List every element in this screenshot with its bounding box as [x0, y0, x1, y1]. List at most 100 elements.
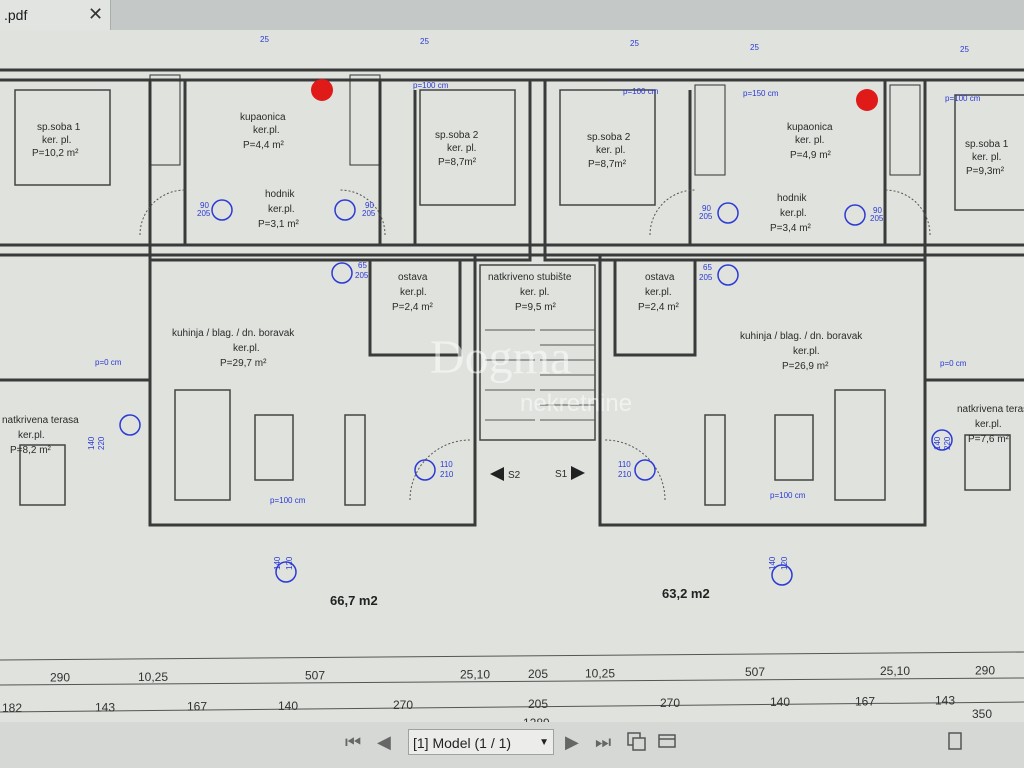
room-area: P=26,9 m² — [782, 361, 829, 372]
door-width-label: 90 — [365, 201, 374, 210]
dimension-label: 205 — [528, 667, 548, 681]
door-height-label: 205 — [870, 214, 884, 223]
stair-right-arrow-icon — [571, 466, 585, 480]
room-name: natkrivena terasa — [2, 415, 79, 426]
room-floor: ker. pl. — [447, 143, 476, 154]
window-height-label: 120 — [285, 556, 294, 570]
copy-icon[interactable] — [625, 730, 647, 752]
close-icon[interactable]: ✕ — [88, 4, 104, 24]
opening-label: p=100 cm — [413, 81, 449, 90]
room-name: ostava — [645, 272, 675, 283]
room-floor: ker.pl. — [18, 430, 45, 441]
door-height-label: 205 — [197, 209, 211, 218]
opening-label: p=0 cm — [95, 358, 122, 367]
room-floor: ker.pl. — [400, 287, 427, 298]
room-floor: ker.pl. — [780, 208, 807, 219]
door-width-label: 65 — [358, 261, 367, 270]
room-floor: ker. pl. — [795, 135, 824, 146]
room-name: natkriveno stubište — [488, 272, 572, 283]
stair-label: S1 — [555, 469, 568, 480]
door-height-label: 210 — [618, 470, 632, 479]
room-name: hodnik — [777, 193, 807, 204]
last-page-icon[interactable]: ⏭ — [595, 732, 612, 752]
stair-left-arrow-icon — [490, 467, 504, 481]
dimension-label: 140 — [770, 695, 790, 709]
chevron-down-icon: ▼ — [539, 737, 549, 748]
room-area: P=3,4 m² — [770, 223, 812, 234]
dimension-label: 205 — [528, 697, 548, 711]
window-label: 25 — [260, 35, 269, 44]
room-floor: ker. pl. — [596, 145, 625, 156]
opening-label: p=100 cm — [623, 87, 659, 96]
room-area: P=8,7m² — [438, 157, 477, 168]
window-label: 25 — [630, 39, 639, 48]
model-select[interactable]: [1] Model (1 / 1) ▼ — [408, 729, 554, 755]
dimension-label: 350 — [972, 707, 992, 721]
door-height-label: 205 — [362, 209, 376, 218]
room-name: sp.soba 1 — [37, 122, 81, 133]
room-area: P=2,4 m² — [392, 302, 434, 313]
first-page-icon[interactable]: ⏮ — [345, 732, 362, 752]
dimension-label: 290 — [975, 663, 995, 677]
layout-icon[interactable] — [656, 730, 678, 752]
dimension-label: 143 — [95, 700, 115, 714]
next-page-icon[interactable]: ▶ — [565, 732, 579, 752]
room-name: kuhinja / blag. / dn. boravak — [740, 331, 863, 342]
watermark-sub: nekretnine — [520, 390, 633, 417]
window-sill-label: 140 — [933, 436, 942, 450]
dimension-label: 167 — [187, 700, 207, 714]
panel-icon[interactable] — [945, 730, 967, 752]
dimension-label: 182 — [2, 701, 22, 715]
document-tab-title: .pdf — [4, 7, 28, 23]
window-label: 25 — [750, 43, 759, 52]
door-width-label: 110 — [618, 460, 631, 469]
dimension-label: 25,10 — [460, 667, 490, 681]
room-area: P=7,6 m² — [968, 434, 1010, 445]
total-area-right: 63,2 m2 — [662, 586, 710, 601]
room-area: P=10,2 m² — [32, 148, 79, 159]
dimension-label: 290 — [50, 671, 70, 685]
room-name: hodnik — [265, 189, 295, 200]
opening-label: p=0 cm — [940, 359, 967, 368]
document-tab[interactable]: .pdf ✕ — [0, 0, 111, 30]
floor-plan-drawing: sp.soba 1 ker. pl. P=10,2 m² kupaonica k… — [0, 35, 1024, 730]
opening-label: p=150 cm — [743, 89, 779, 98]
room-area: P=8,2 m² — [10, 445, 52, 456]
room-name: sp.soba 2 — [435, 130, 479, 141]
window-height-label: 220 — [943, 436, 952, 450]
door-height-label: 210 — [440, 470, 454, 479]
dimension-label: 507 — [745, 665, 765, 679]
door-width-label: 90 — [702, 204, 711, 213]
room-area: P=8,7m² — [588, 159, 627, 170]
total-area-left: 66,7 m2 — [330, 593, 378, 608]
room-name: natkrivena teras — [957, 404, 1024, 415]
room-floor: ker.pl. — [253, 125, 280, 136]
door-height-label: 205 — [699, 212, 713, 221]
floor-plan-canvas[interactable]: sp.soba 1 ker. pl. P=10,2 m² kupaonica k… — [0, 30, 1024, 730]
room-floor: ker. pl. — [972, 152, 1001, 163]
window-height-label: 120 — [780, 556, 789, 570]
room-floor: ker. pl. — [520, 287, 549, 298]
opening-label: p=100 cm — [945, 94, 981, 103]
room-area: P=4,9 m² — [790, 150, 832, 161]
room-name: ostava — [398, 272, 428, 283]
dimension-label: 10,25 — [138, 670, 168, 684]
watermark-brand: Dogma — [430, 331, 572, 384]
room-floor: ker.pl. — [975, 419, 1002, 430]
prev-page-icon[interactable]: ◀ — [377, 732, 391, 752]
room-floor: ker.pl. — [793, 346, 820, 357]
dimension-label: 270 — [393, 698, 413, 712]
room-name: kupaonica — [787, 122, 833, 133]
door-width-label: 65 — [703, 263, 712, 272]
room-name: sp.soba 2 — [587, 132, 631, 143]
room-name: kupaonica — [240, 112, 286, 123]
window-label: 25 — [420, 37, 429, 46]
room-name: sp.soba 1 — [965, 139, 1009, 150]
window-label: 25 — [960, 45, 969, 54]
dimension-label: 507 — [305, 669, 325, 683]
door-height-label: 205 — [355, 271, 369, 280]
room-area: P=29,7 m² — [220, 358, 267, 369]
dimension-label: 25,10 — [880, 664, 910, 678]
dimension-label: 140 — [278, 699, 298, 713]
room-area: P=4,4 m² — [243, 140, 285, 151]
